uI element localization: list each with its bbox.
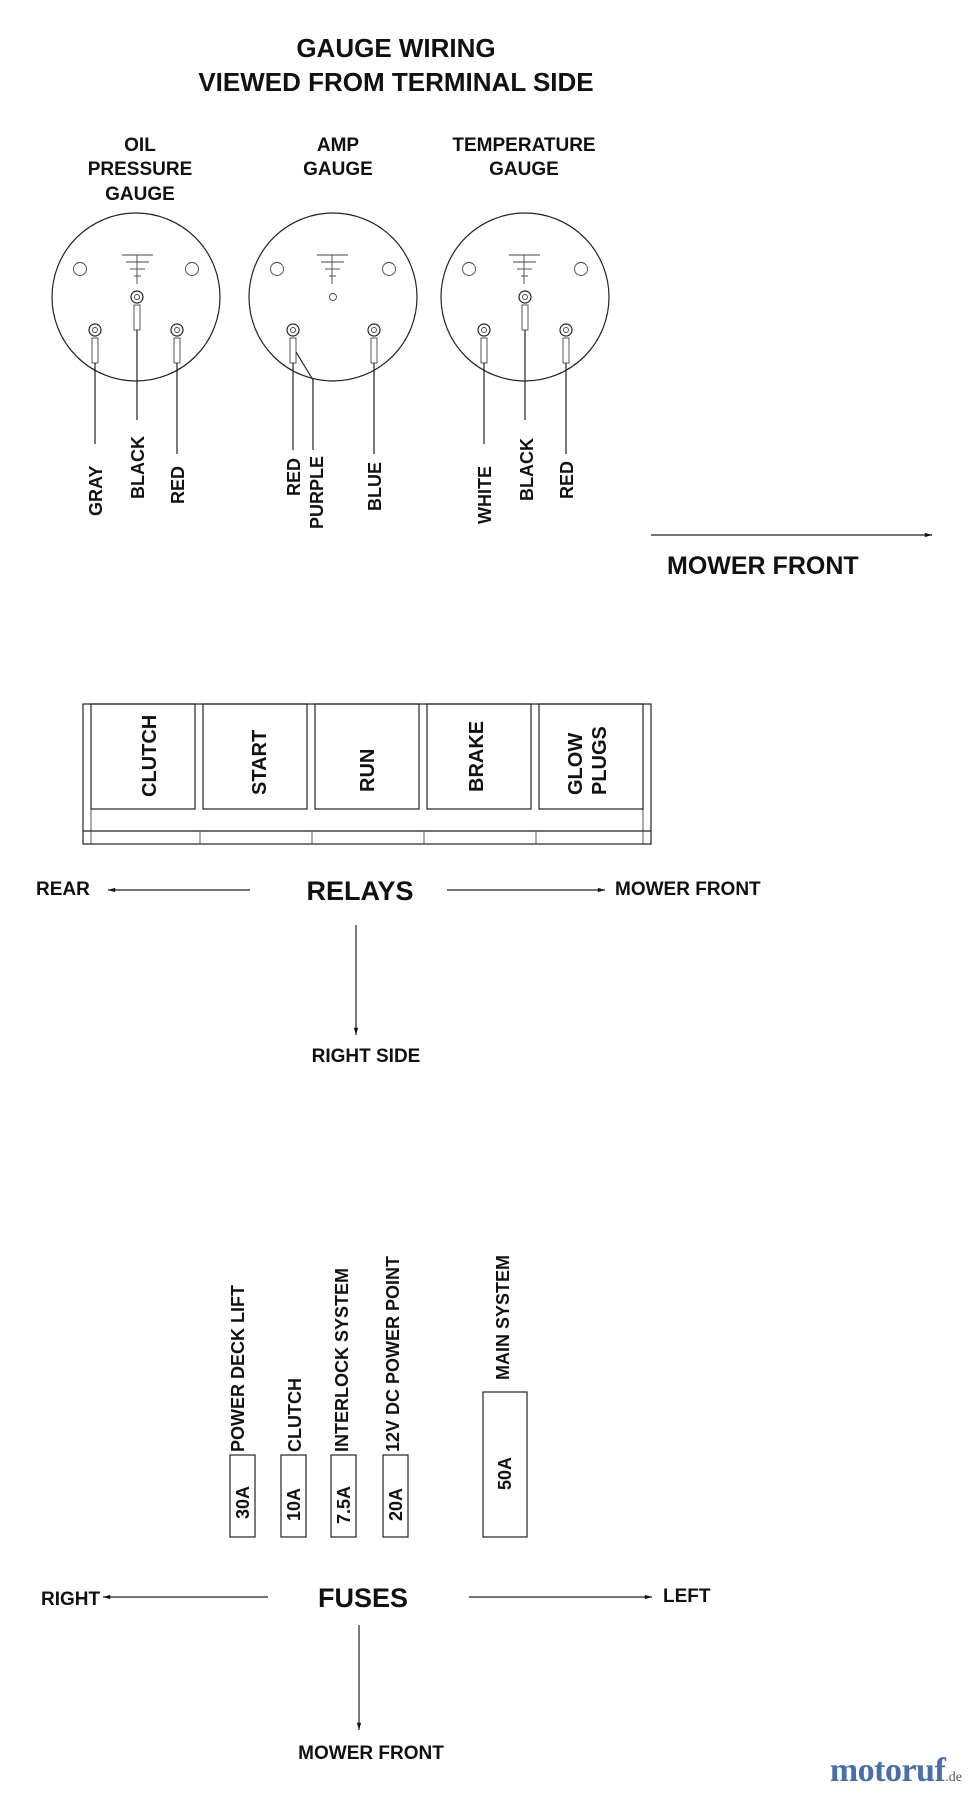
amp-gauge	[248, 212, 418, 454]
wire-label-red: RED	[284, 458, 304, 496]
wire-label-red: RED	[557, 461, 577, 499]
relay-run	[314, 703, 420, 810]
fuse-label-12v-dc-power-point: 12V DC POWER POINT	[383, 1256, 403, 1452]
title-line1: GAUGE WIRING	[296, 33, 495, 63]
relay-label-glow: GLOW	[565, 733, 587, 795]
relay-label-clutch: CLUTCH	[139, 715, 161, 797]
watermark-text: motoruf	[829, 1752, 946, 1789]
ground-symbol-icon	[122, 254, 153, 284]
relay-label-plugs: PLUGS	[589, 726, 611, 795]
wire-label-black: BLACK	[128, 436, 148, 499]
fuse-label-main-system: MAIN SYSTEM	[493, 1255, 513, 1380]
fuses-left-label: LEFT	[663, 1586, 711, 1607]
relay-start	[202, 703, 308, 810]
oil-gauge-label-3: GAUGE	[105, 184, 175, 205]
watermark-suffix: .de	[945, 1770, 962, 1785]
fuse-rating-7-5a: 7.5A	[334, 1486, 354, 1524]
temp-gauge-label-2: GAUGE	[489, 159, 559, 180]
fuse-7-5a	[330, 1454, 357, 1538]
relays-rear-label: REAR	[36, 879, 90, 900]
wire-label-white: WHITE	[475, 466, 495, 524]
oil-gauge-label-1: OIL	[124, 135, 156, 156]
relay-brake	[426, 703, 532, 810]
fuse-50a	[482, 1391, 528, 1538]
wire-label-purple: PURPLE	[307, 456, 327, 529]
relay-label-brake: BRAKE	[466, 721, 488, 792]
fuse-label-interlock-system: INTERLOCK SYSTEM	[332, 1268, 352, 1452]
fuse-20a	[382, 1454, 409, 1538]
relay-label-start: START	[249, 730, 271, 795]
title-line2: VIEWED FROM TERMINAL SIDE	[198, 67, 593, 97]
relays-title: RELAYS	[306, 876, 413, 906]
fuses-right-label: RIGHT	[41, 1589, 101, 1610]
wire-label-red: RED	[168, 466, 188, 504]
wire-label-blue: BLUE	[365, 462, 385, 511]
amp-gauge-label-2: GAUGE	[303, 159, 373, 180]
fuses-mower-front-label: MOWER FRONT	[298, 1743, 444, 1764]
relay-glow-plugs	[538, 703, 644, 810]
fuse-10a	[280, 1454, 307, 1538]
fuse-rating-20a: 20A	[386, 1488, 406, 1521]
amp-gauge-label-1: AMP	[317, 135, 360, 156]
oil-pressure-gauge	[51, 212, 221, 454]
relay-label-run: RUN	[357, 749, 379, 792]
fuse-rating-50a: 50A	[495, 1457, 515, 1490]
ground-symbol-icon	[317, 254, 348, 284]
relay-block	[82, 703, 652, 845]
mower-front-label: MOWER FRONT	[667, 552, 859, 580]
ground-symbol-icon	[509, 254, 540, 284]
fuse-rating-30a: 30A	[233, 1486, 253, 1519]
relays-front-label: MOWER FRONT	[615, 879, 761, 900]
relays-right-side-label: RIGHT SIDE	[312, 1046, 421, 1067]
fuses-title: FUSES	[318, 1583, 408, 1613]
temperature-gauge	[440, 212, 610, 454]
fuse-label-clutch: CLUTCH	[285, 1378, 305, 1452]
watermark-logo: motoruf.de	[830, 1752, 962, 1790]
wire-label-gray: GRAY	[86, 466, 106, 516]
fuse-30a	[229, 1454, 256, 1538]
fuse-label-power-deck-lift: POWER DECK LIFT	[228, 1285, 248, 1452]
fuse-rating-10a: 10A	[284, 1488, 304, 1521]
temp-gauge-label-1: TEMPERATURE	[452, 135, 595, 156]
oil-gauge-label-2: PRESSURE	[88, 159, 193, 180]
relay-clutch	[90, 703, 196, 810]
wire-label-black: BLACK	[517, 438, 537, 501]
